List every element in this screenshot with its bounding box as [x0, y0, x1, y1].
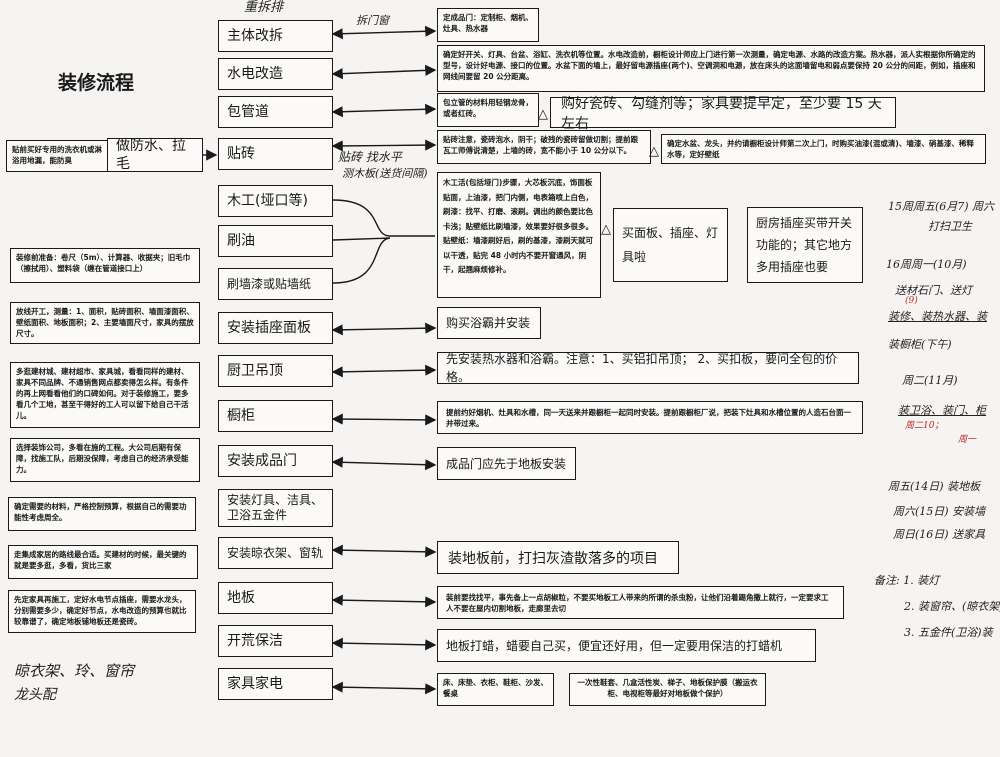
step-floor: 地板 [218, 582, 333, 614]
step-rack: 安装晾衣架、窗轨 [218, 537, 333, 569]
note-company: 选择装饰公司，多看在施的工程。大公司后期有保障，找施工队，后期没保障，考虑自己的… [10, 438, 200, 482]
note-cleaning: 地板打蜡，蜡要自己买，便宜还好用，但一定要用保洁的打蜡机 [437, 629, 816, 662]
step-ceiling: 厨卫吊顶 [218, 355, 333, 387]
note-tile: 贴砖注意，瓷砖泡水，阴干；破残的瓷砖留做切割；提前跟瓦工师傅说清楚，上墙的砖，宽… [437, 130, 651, 164]
note-tile-pre: 贴前买好专用的洗衣机或淋浴用地漏，能防臭 [6, 140, 108, 172]
note-plumbing: 确定好开关、灯具、台盆、浴缸、洗衣机等位置。水电改造前，橱柜设计师应上门进行第一… [437, 45, 985, 92]
note-start: 放线开工，测量：1、面积，贴砖面积、墙面漆面积、壁纸面积、地板面积；2、主要墙面… [10, 302, 200, 344]
schedule-note: 送材石门、送灯 [895, 284, 972, 297]
note-pipe: 包立管的材料用轻钢龙骨，或者红砖。 [437, 93, 539, 127]
step-socket: 安装插座面板 [218, 312, 333, 344]
note-route: 走集成家居的路线最合适。买建材的时候，最关键的就是要多逛，多看，货比三家 [8, 545, 198, 579]
step-wallpaper: 刷墙漆或贴墙纸 [218, 268, 333, 300]
step-demolition: 主体改拆 [218, 20, 333, 52]
note-rack: 装地板前，打扫灰渣散落多的项目 [437, 541, 679, 574]
note-shop: 多逛建材城、建材超市、家具城，看看同样的建材、家具不同品牌、不通销售网点都卖得怎… [10, 362, 200, 428]
note-carpentry: 木工活(包括垭门)步骤，大芯板沉底，饰面板贴面，上油漆，把门内侧，电表箱喷上白色… [437, 172, 601, 298]
schedule-note: 周日(16日) 送家具 [893, 528, 986, 541]
note-ceiling: 先安装热水器和浴霸。注意：1、买铝扣吊顶； 2、买扣板，要问全包的价格。 [437, 352, 859, 384]
schedule-note: 装橱柜(下午) [888, 338, 952, 351]
handwritten-note: 晾衣架、玲、窗帘 [14, 662, 135, 680]
step-door: 安装成品门 [218, 445, 333, 477]
note-door: 成品门应先于地板安装 [437, 447, 576, 480]
note-pipe-extra: 购好瓷砖、勾缝剂等；家具要提早定，至少要 15 天左右 [550, 96, 896, 132]
step-furniture: 家具家电 [218, 668, 333, 700]
note-budget: 确定需要的材料，严格控制预算，根据自己的需要功能性考虑周全。 [8, 497, 196, 531]
page-title: 装修流程 [58, 72, 135, 94]
note-demolition: 定成品门：定制柜、烟机、灶具、热水器 [437, 8, 539, 42]
step-fixtures: 安装灯具、洁具、卫浴五金件 [218, 489, 333, 527]
schedule-note: (9) [905, 296, 918, 306]
step-pipe: 包管道 [218, 96, 333, 128]
note-socket: 购买浴霸并安装 [437, 307, 541, 339]
schedule-note: 周一 [958, 435, 977, 445]
handwritten-note: 测木板(送货间隔) [342, 167, 428, 180]
step-waterproof: 做防水、拉毛 [107, 138, 203, 172]
step-plumbing: 水电改造 [218, 58, 333, 90]
note-furniture-first: 先定家具再施工，定好水电节点插座，需要水龙头，分别需要多少，确定好节点，水电改造… [8, 590, 196, 633]
note-floor: 装前要找找平，事先备上一点胡椒粒，不要买地板工人带来的所谓的杀虫粉，让他们沿着踢… [437, 586, 844, 619]
schedule-note: 装修、装热水器、装 [888, 310, 987, 323]
step-cleaning: 开荒保洁 [218, 625, 333, 657]
schedule-note: 周五(14日) 装地板 [888, 480, 981, 493]
note-furniture-extra: 一次性鞋套、几盒活性炭、梯子、地板保护膜（搬运衣柜、电视柜等最好对地板做个保护） [569, 673, 766, 706]
handwritten-note: 重拆排 [244, 0, 284, 15]
step-cabinet: 橱柜 [218, 400, 333, 432]
note-cabinet: 提前约好烟机、灶具和水槽，同一天送来并跟橱柜一起同时安装。提前跟橱柜厂说，把装下… [437, 401, 863, 434]
triangle-icon: △ [601, 222, 611, 237]
step-painting: 刷油 [218, 225, 333, 257]
schedule-note: 周二10； [905, 421, 944, 431]
note-tile-extra: 确定水盆、龙头，并约请橱柜设计师第二次上门，时购买油漆(混或清)、墙漆、硝基漆、… [661, 134, 986, 164]
note-furniture: 床、床垫、衣柜、鞋柜、沙发、餐桌 [437, 673, 554, 706]
schedule-note: 装卫浴、装门、柜 [898, 404, 986, 417]
schedule-note: 周六(15日) 安装墙 [893, 505, 986, 518]
note-prep: 装修前准备：卷尺（5m）、计算器、收据夹；旧毛巾（擦拭用）、塑料袋（缠在管道接口… [10, 248, 200, 283]
schedule-note: 2. 装窗帘、(晾衣架) [904, 600, 1000, 613]
handwritten-note: 贴砖 找水平 [338, 150, 402, 164]
schedule-note: 备注: 1. 装灯 [874, 574, 940, 587]
step-tile: 贴砖 [218, 138, 333, 170]
note-carpentry-extra1: 买面板、插座、灯具啦 [613, 208, 728, 282]
schedule-note: 16周周一(10月) [886, 258, 967, 271]
handwritten-note: 龙头配 [14, 687, 56, 703]
schedule-note: 打扫卫生 [928, 220, 972, 233]
schedule-note: 周二(11月) [902, 374, 958, 387]
triangle-icon: △ [538, 107, 548, 122]
handwritten-note: 拆门窗 [356, 14, 389, 27]
triangle-icon: △ [649, 144, 659, 159]
note-carpentry-extra2: 厨房插座买带开关功能的；其它地方多用插座也要 [747, 207, 863, 283]
schedule-note: 15周周五(6月7) 周六 [888, 200, 995, 213]
step-carpentry: 木工(垭口等) [218, 185, 333, 217]
schedule-note: 3. 五金件(卫浴)装 [904, 626, 993, 639]
